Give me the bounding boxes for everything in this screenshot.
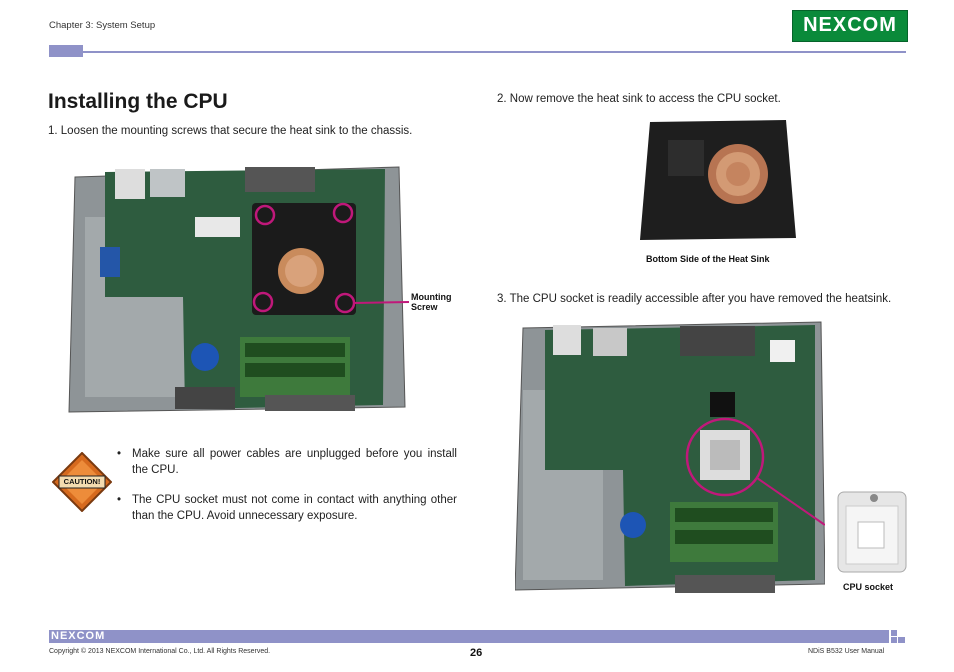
cpu-socket-board-photo	[514, 320, 826, 594]
step-3-text: 3. The CPU socket is readily accessible …	[497, 293, 892, 305]
copyright-text: Copyright © 2013 NEXCOM International Co…	[49, 648, 271, 655]
logo-text: NEXCOM	[803, 14, 897, 36]
caution-bullet-2: • The CPU socket must not come in contac…	[117, 492, 457, 524]
footer-square-3	[898, 637, 905, 643]
caution-bullet-list: • Make sure all power cables are unplugg…	[117, 446, 457, 538]
manual-name: NDiS B532 User Manual	[808, 648, 885, 655]
footer-logo: NEXCOM	[51, 630, 106, 642]
footer-bar	[49, 630, 889, 643]
bullet-dot: •	[117, 448, 122, 460]
nexcom-logo: NEXCOM	[792, 10, 908, 42]
footer-square-2	[891, 637, 897, 643]
page-number: 26	[470, 647, 483, 659]
chapter-title: Chapter 3: System Setup	[49, 20, 156, 31]
mounting-caption-line1: Mounting	[411, 292, 452, 302]
heatsink-bottom-photo	[640, 120, 796, 242]
caution-bullet-1-text: Make sure all power cables are unplugged…	[132, 448, 457, 476]
header-rule	[49, 51, 906, 53]
step-1-text: 1. Loosen the mounting screws that secur…	[48, 125, 413, 137]
cpu-socket-caption: CPU socket	[843, 582, 894, 592]
bullet-dot: •	[117, 494, 122, 506]
caution-bullet-2-text: The CPU socket must not come in contact …	[132, 494, 457, 522]
heatsink-caption: Bottom Side of the Heat Sink	[646, 254, 770, 264]
caution-bullet-1: • Make sure all power cables are unplugg…	[117, 446, 457, 478]
step-2-text: 2. Now remove the heat sink to access th…	[497, 93, 781, 105]
mounting-screw-caption: Mounting Screw	[411, 292, 451, 312]
caution-label: CAUTION!	[63, 477, 101, 486]
cpu-socket-closeup	[836, 488, 908, 574]
footer-square-1	[891, 630, 897, 636]
page-title: Installing the CPU	[48, 90, 228, 113]
caution-icon: CAUTION!	[51, 451, 113, 513]
mounting-caption-line2: Screw	[411, 302, 438, 312]
board-with-heatsink-photo	[65, 157, 410, 419]
